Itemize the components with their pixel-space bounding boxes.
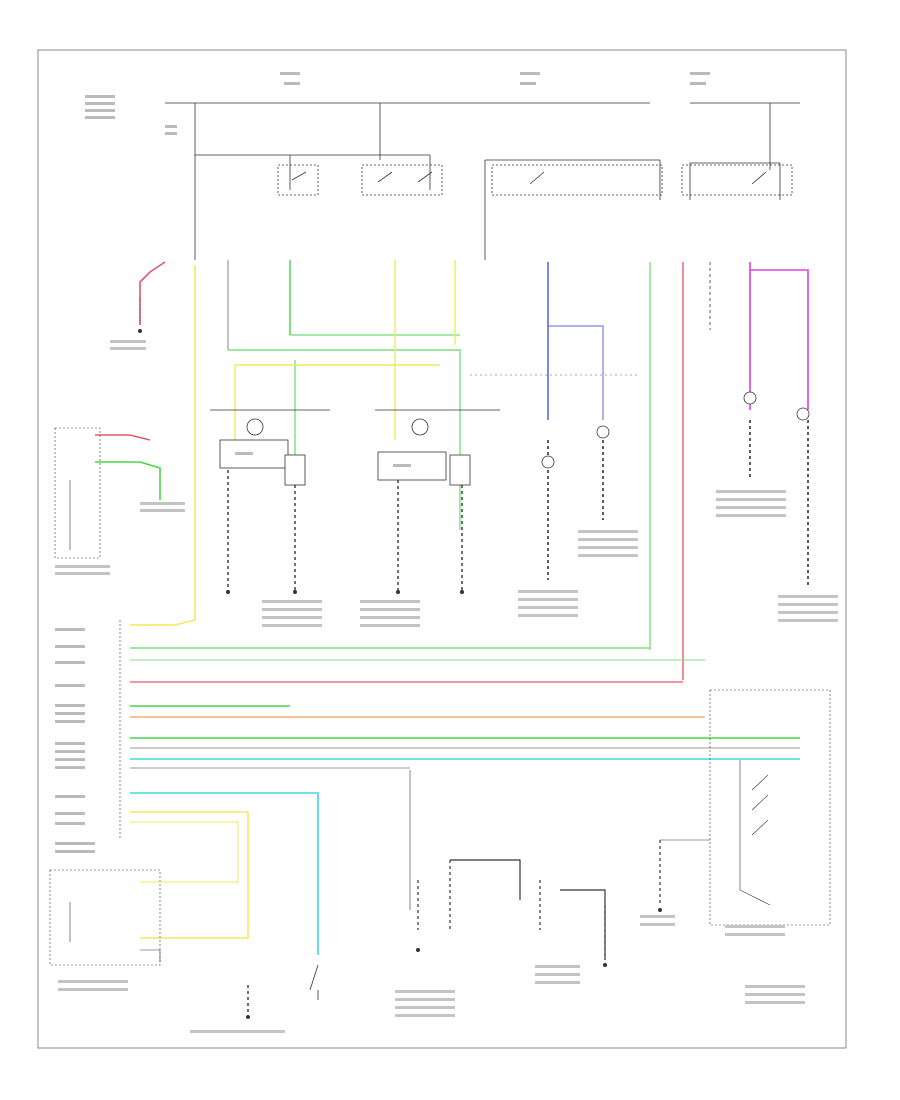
bottom-left-modules	[49, 869, 161, 966]
wire-blue	[547, 262, 604, 580]
headlamp-right-assembly	[375, 409, 500, 486]
relay-switches	[277, 164, 793, 196]
right-switch-panel	[659, 689, 831, 926]
wire-yellow-bottom	[130, 811, 249, 939]
wire-red-left	[139, 261, 166, 325]
ground-point	[138, 329, 142, 333]
wire-magenta	[749, 262, 809, 585]
magenta-lamps	[743, 391, 810, 421]
ground-stubs	[227, 470, 463, 590]
headlamp-left-assembly	[210, 409, 330, 486]
wire-cyan	[130, 792, 319, 955]
power-bus	[165, 102, 800, 260]
cluster-pin-list	[55, 628, 95, 853]
wire-red-right	[682, 262, 711, 680]
diagram-frame	[37, 49, 847, 1049]
bottom-switch	[309, 964, 319, 1000]
wire-yellow-left	[130, 265, 196, 626]
left-connector	[54, 427, 161, 559]
horizontal-bus	[130, 647, 800, 769]
ballast-label-left	[235, 452, 253, 455]
ground-points-row	[226, 590, 464, 594]
blue-lamps	[541, 425, 610, 469]
ground-point-bottom	[246, 1015, 250, 1019]
bottom-middle-modules	[409, 770, 606, 960]
ground-point-right	[658, 908, 662, 912]
component-labels	[55, 340, 838, 1033]
fuse-labels	[85, 72, 710, 135]
ballast-label-right	[393, 464, 411, 467]
bottom-middle-grounds	[416, 948, 607, 967]
